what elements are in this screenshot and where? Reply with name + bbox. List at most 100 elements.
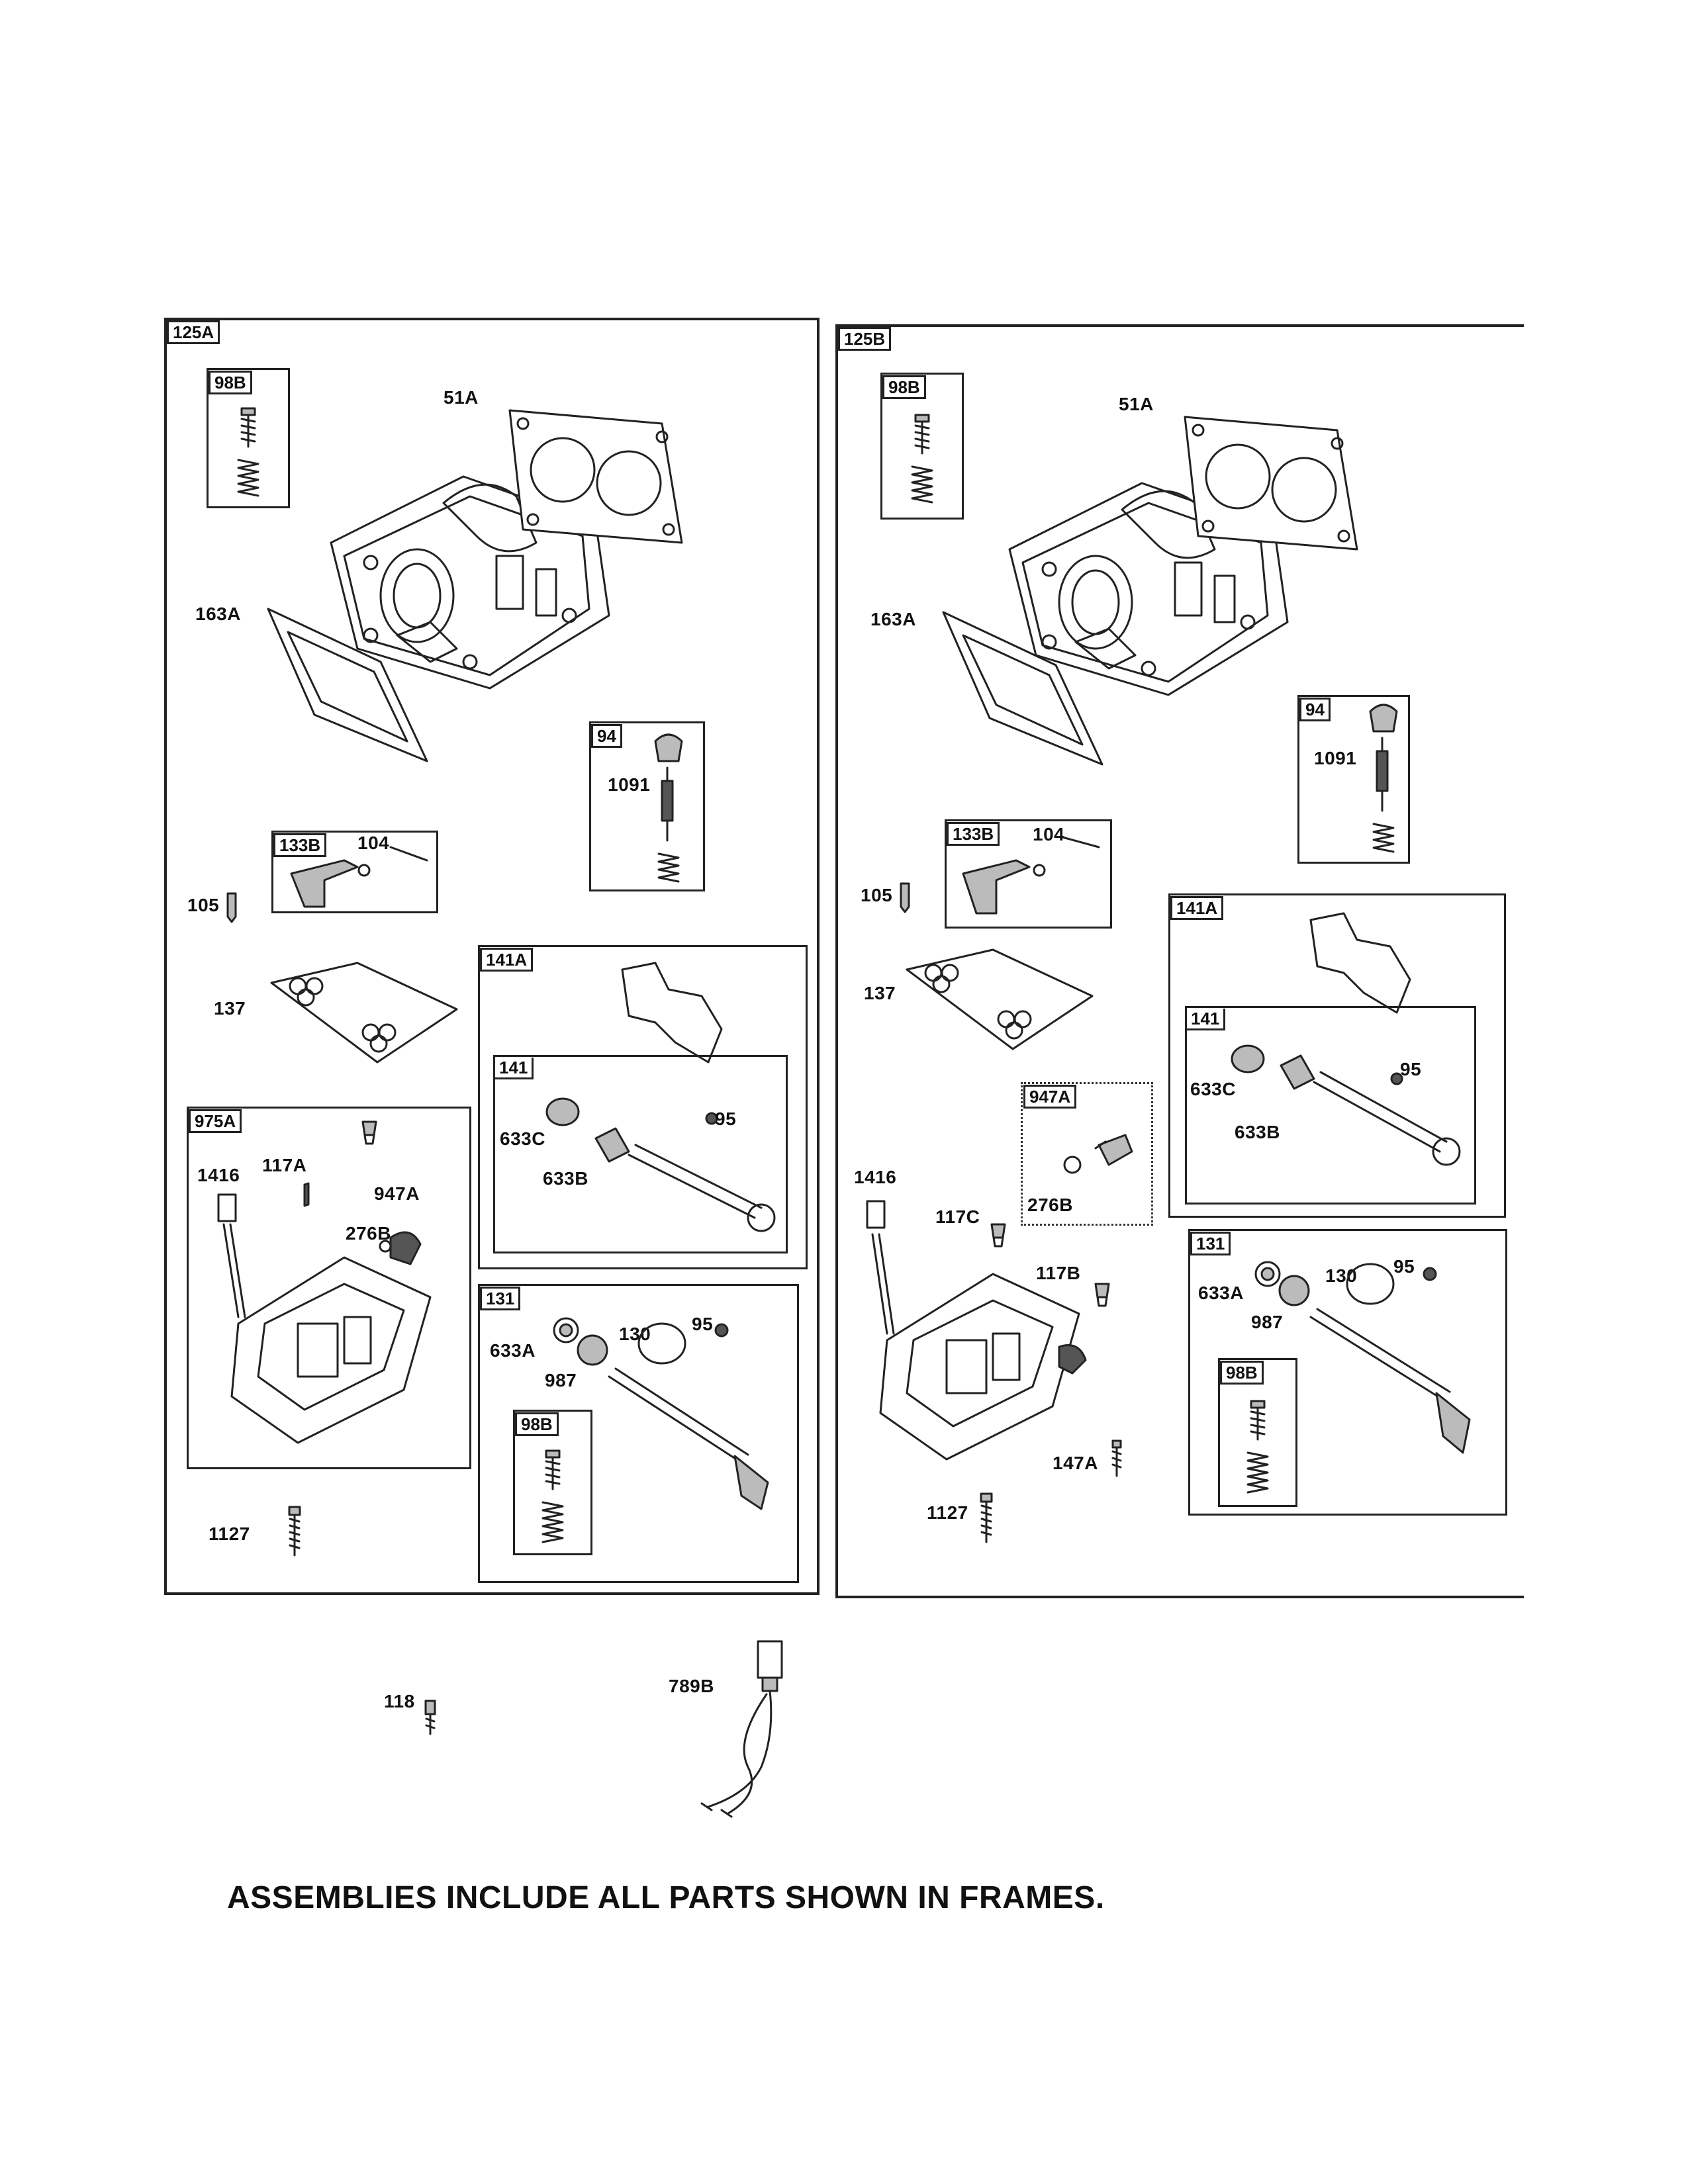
label-141-left: 141 (495, 1058, 534, 1079)
label-125b: 125B (838, 327, 892, 351)
label-947a-right: 947A (1023, 1085, 1077, 1109)
frame-947a-right (1021, 1082, 1153, 1226)
frame-94-right (1297, 695, 1410, 864)
gasket-163a-icon (267, 608, 428, 762)
float-needle-icon (1369, 704, 1398, 853)
label-163a-left: 163A (195, 604, 241, 624)
label-975a: 975A (189, 1109, 242, 1133)
label-98b-bottom-left: 98B (515, 1412, 559, 1436)
label-94-left: 94 (591, 724, 622, 748)
label-125a: 125A (167, 320, 220, 344)
screw-spring-icon (1246, 1400, 1269, 1494)
solenoid-wire-icon (700, 1640, 783, 1818)
label-789b: 789B (669, 1676, 714, 1696)
throttle-shaft-icon (1231, 1044, 1461, 1166)
gasket-163a-icon (942, 611, 1103, 766)
label-117c-right: 117C (935, 1206, 980, 1227)
label-94-right: 94 (1299, 698, 1331, 721)
frame-141-right (1185, 1006, 1476, 1205)
label-633b-left: 633B (543, 1168, 588, 1189)
label-105-left: 105 (187, 895, 220, 915)
frame-141a-left (478, 945, 808, 1269)
label-98b-top-left: 98B (209, 371, 252, 394)
plug-icon (361, 1120, 377, 1145)
plug-icon (990, 1223, 1006, 1248)
label-633c-left: 633C (500, 1128, 545, 1149)
plug-icon (1094, 1283, 1110, 1307)
fitting-118-icon (424, 1700, 436, 1735)
gasket-137-icon (906, 948, 1094, 1050)
frame-94-left (589, 721, 705, 891)
label-117a-left: 117A (262, 1155, 307, 1175)
throttle-plate-icon (1309, 912, 1411, 1014)
choke-lever-icon (290, 846, 428, 908)
frame-125a (164, 318, 820, 1595)
frame-98b-bottom-left (513, 1410, 592, 1555)
screw-spring-icon (237, 407, 259, 497)
label-95-141-left: 95 (715, 1109, 737, 1129)
label-51a-right: 51A (1119, 394, 1154, 414)
fitting-105-icon (226, 892, 237, 923)
screw-spring-icon (911, 414, 933, 504)
label-633c-right: 633C (1190, 1079, 1236, 1099)
screw-1127-icon (980, 1492, 993, 1543)
frame-133b-left (271, 831, 438, 913)
label-133b-left: 133B (273, 833, 327, 857)
throttle-plate-icon (621, 962, 723, 1064)
frame-125b (835, 324, 1524, 1598)
valve-947a-icon (1063, 1134, 1133, 1174)
fitting-105-icon (900, 882, 910, 913)
label-147a-right: 147A (1053, 1453, 1098, 1473)
frame-98b-top-right (880, 373, 964, 520)
gasket-51a-icon (508, 409, 683, 544)
label-276b-right: 276B (1027, 1195, 1073, 1215)
frame-98b-top-left (207, 368, 290, 508)
label-987-right: 987 (1251, 1312, 1284, 1332)
label-137-left: 137 (214, 998, 246, 1019)
label-98b-bottom-right: 98B (1220, 1361, 1264, 1385)
gasket-51a-icon (1184, 416, 1358, 551)
label-95-131-left: 95 (692, 1314, 714, 1334)
label-95-141-right: 95 (1400, 1059, 1422, 1079)
label-51a-left: 51A (444, 387, 479, 408)
label-133b-right: 133B (947, 822, 1000, 846)
label-1127-left: 1127 (209, 1524, 250, 1544)
label-633a-left: 633A (490, 1340, 536, 1361)
frame-141a-right (1168, 893, 1506, 1218)
footer-note: ASSEMBLIES INCLUDE ALL PARTS SHOWN IN FR… (227, 1880, 1105, 1915)
float-bowl-icon (866, 1200, 1087, 1461)
label-1091-right: 1091 (1314, 748, 1357, 768)
label-104-right: 104 (1033, 824, 1065, 844)
label-1416-right: 1416 (854, 1167, 897, 1187)
label-633b-right: 633B (1235, 1122, 1280, 1142)
float-needle-icon (654, 733, 683, 883)
gasket-137-icon (270, 962, 458, 1064)
frame-133b-right (945, 819, 1112, 929)
label-1127-right: 1127 (927, 1502, 968, 1523)
label-104-left: 104 (357, 833, 390, 853)
label-98b-top-right: 98B (882, 375, 926, 399)
label-137-right: 137 (864, 983, 896, 1003)
label-117b-right: 117B (1036, 1263, 1081, 1283)
float-bowl-icon (217, 1182, 432, 1444)
frame-98b-bottom-right (1218, 1358, 1297, 1507)
label-141a-right: 141A (1170, 896, 1224, 920)
label-163a-right: 163A (870, 609, 916, 629)
choke-shaft-icon (1254, 1261, 1471, 1454)
frame-975a (187, 1107, 471, 1469)
label-130-right: 130 (1325, 1265, 1358, 1286)
label-131-right: 131 (1190, 1232, 1231, 1255)
label-95-131-right: 95 (1393, 1256, 1415, 1277)
label-1416-left: 1416 (197, 1165, 240, 1185)
label-987-left: 987 (545, 1370, 577, 1390)
label-633a-right: 633A (1198, 1283, 1244, 1303)
label-141a-left: 141A (480, 948, 534, 972)
frame-131-right (1188, 1229, 1507, 1516)
label-276b-left: 276B (346, 1223, 391, 1244)
screw-1127-icon (288, 1506, 301, 1557)
label-105-right: 105 (861, 885, 893, 905)
label-131-left: 131 (480, 1287, 521, 1310)
label-1091-left: 1091 (608, 774, 651, 795)
label-947a-left: 947A (374, 1183, 420, 1204)
